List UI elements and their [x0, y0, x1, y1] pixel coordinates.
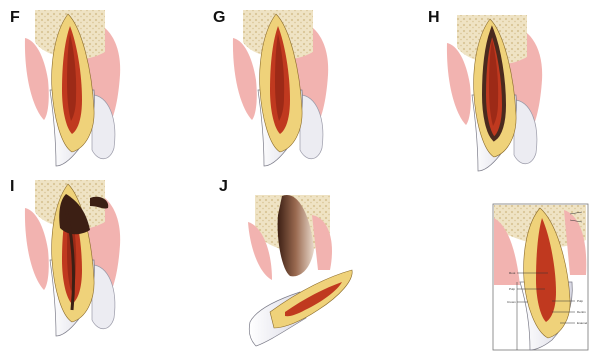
label-crown: Crown	[507, 300, 516, 304]
panel-j-extracted-tooth	[249, 270, 352, 346]
panel-g-tooth	[233, 10, 328, 166]
label-enamel: Enamel	[577, 321, 588, 325]
label-pulp-left: Pulp	[509, 287, 515, 291]
panel-f-tooth	[25, 10, 120, 166]
anatomy-diagram: Root Pulp Crown Pulp Dentin Enamel	[493, 204, 588, 350]
panel-h-tooth	[447, 15, 542, 171]
label-pulp-right: Pulp	[577, 299, 583, 303]
panel-j-socket	[248, 195, 332, 280]
label-dentin: Dentin	[577, 310, 586, 314]
panel-i-tooth	[25, 180, 120, 336]
label-root: Root	[509, 271, 516, 275]
